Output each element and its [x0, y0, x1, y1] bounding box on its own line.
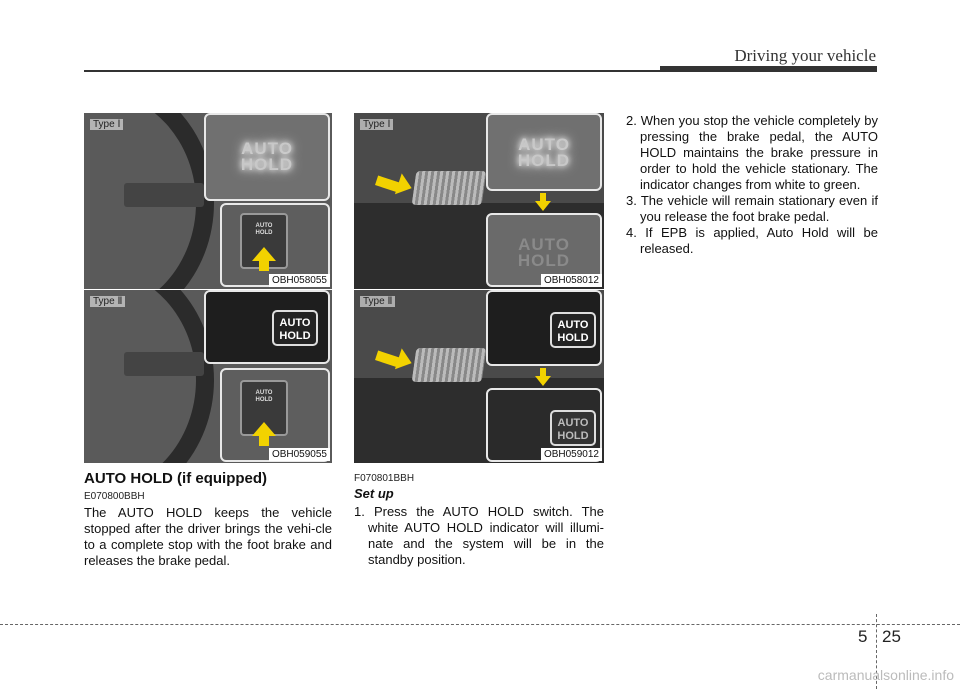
switch-label: AUTO HOLD [255, 390, 273, 403]
switch-inset: AUTO HOLD [220, 368, 330, 462]
figure-type-label: Type Ⅱ [360, 296, 396, 307]
arrow-up-icon [252, 422, 276, 436]
dashboard-detail [124, 352, 204, 376]
auto-hold-indicator-glow: AUTO HOLD [517, 135, 571, 170]
arrow-stem [259, 261, 269, 271]
figure-type-label: Type Ⅰ [360, 119, 394, 130]
setup-title: Set up [354, 486, 394, 501]
section-code: E070800BBH [84, 491, 145, 502]
step-1: 1. Press the AUTO HOLD switch. The white… [354, 504, 604, 567]
page-number: 25 [882, 627, 901, 646]
figure-code: OBH059055 [268, 448, 330, 461]
auto-hold-indicator-badge: AUTO HOLD [550, 410, 596, 446]
arrow-down-icon [535, 376, 551, 386]
brake-pedal-image [411, 171, 487, 205]
footer-rule [0, 624, 960, 625]
figure-code: OBH059012 [540, 448, 602, 461]
setup-steps-col1: 1. Press the AUTO HOLD switch. The white… [354, 504, 604, 568]
header-rule-accent [660, 66, 877, 72]
figure-code: OBH058012 [540, 274, 602, 287]
indicator-inset: AUTO HOLD [486, 113, 602, 191]
auto-hold-indicator-off: AUTO HOLD [517, 235, 571, 270]
step-4: 4. If EPB is applied, Auto Hold will be … [626, 225, 878, 256]
brake-pedal-image [411, 348, 487, 382]
section-heading: AUTO HOLD (if equipped) [84, 470, 268, 487]
auto-hold-indicator-badge: AUTO HOLD [272, 310, 318, 346]
auto-hold-indicator-badge: AUTO HOLD [550, 312, 596, 348]
figure-type-label: Type Ⅰ [90, 119, 124, 130]
watermark: carmanualsonline.info [817, 667, 954, 683]
switch-label: AUTO HOLD [255, 223, 273, 236]
step-2: 2. When you stop the vehicle completely … [626, 113, 878, 192]
indicator-inset: AUTO HOLD [486, 290, 602, 366]
footer-divider [876, 614, 877, 689]
arrow-stem [540, 368, 546, 376]
arrow-up-icon [252, 247, 276, 261]
figure-type-label: Type Ⅱ [90, 296, 126, 307]
steering-wheel-image [84, 290, 214, 463]
step-3: 3. The vehicle will remain stationary ev… [626, 193, 878, 224]
figure-type1-switch: Type Ⅰ AUTO HOLD AUTO HOLD OBH058055 [84, 113, 332, 289]
setup-code: F070801BBH [354, 473, 415, 484]
figure-type2-pedal: Type Ⅱ AUTO HOLD AUTO HOLD OBH059012 [354, 289, 604, 463]
intro-paragraph: The AUTO HOLD keeps the vehicle stopped … [84, 505, 332, 568]
header-rule [84, 70, 877, 72]
dashboard-detail [124, 183, 204, 207]
page-header-title: Driving your vehicle [734, 46, 876, 65]
switch-inset: AUTO HOLD [220, 203, 330, 287]
arrow-stem [259, 436, 269, 446]
arrow-stem [540, 193, 546, 201]
auto-hold-indicator-glow: AUTO HOLD [240, 139, 294, 174]
figure-type1-pedal: Type Ⅰ AUTO HOLD AUTO HOLD OBH058012 [354, 113, 604, 289]
indicator-inset: AUTO HOLD [204, 113, 330, 201]
figure-code: OBH058055 [268, 274, 330, 287]
arrow-right-icon [394, 348, 416, 374]
setup-steps-col2: 2. When you stop the vehicle completely … [626, 113, 878, 257]
indicator-inset: AUTO HOLD [204, 290, 330, 364]
arrow-down-icon [535, 201, 551, 211]
chapter-number: 5 [858, 627, 868, 646]
figure-type2-switch: Type Ⅱ AUTO HOLD AUTO HOLD OBH059055 [84, 289, 332, 463]
